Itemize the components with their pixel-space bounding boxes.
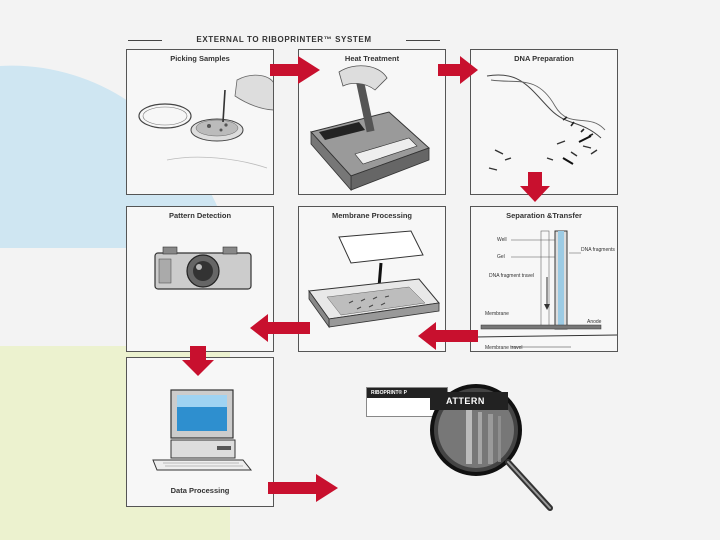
petri-dish-icon (138, 74, 273, 169)
panel-title: Separation &Transfer (506, 211, 582, 220)
panel-heat-treatment: Heat Treatment (298, 49, 446, 195)
gel-electrophoresis-icon (474, 230, 617, 348)
dna-helix-icon (486, 74, 606, 171)
panel-membrane-processing: Membrane Processing (298, 206, 446, 352)
panel-title: Pattern Detection (168, 211, 232, 220)
panel-title: Data Processing (170, 486, 230, 495)
label-gel: Gel (497, 254, 505, 260)
arrow-picking-to-heat (270, 56, 320, 84)
panel-separation-transfer: Separation &Transfer Well Gel DNA fragme… (470, 206, 618, 352)
arrow-pattern-to-data (182, 346, 214, 376)
computer-icon (152, 389, 253, 471)
arrow-separation-to-membrane (418, 322, 478, 350)
label-membrane-travel: Membrane travel (485, 345, 523, 351)
lens-pattern-text: ATTERN (446, 396, 485, 406)
arrow-heat-to-dna (438, 56, 478, 84)
panel-dna-preparation: DNA Preparation (470, 49, 618, 195)
arrow-data-to-pattern (268, 474, 338, 502)
riboprint-bar-text: RIBOPRINT® P (367, 388, 447, 398)
membrane-tray-icon (308, 230, 440, 329)
panel-title: Membrane Processing (331, 211, 413, 220)
heat-block-icon (310, 65, 430, 192)
panel-picking-samples: Picking Samples (126, 49, 274, 195)
panel-pattern-detection: Pattern Detection (126, 206, 274, 352)
panel-title: Heat Treatment (344, 54, 400, 63)
arrow-membrane-to-pattern (250, 314, 310, 342)
camera-icon (154, 246, 252, 290)
label-membrane: Membrane (485, 311, 509, 317)
system-header: EXTERNAL TO RIBOPRINTER™ SYSTEM (128, 34, 440, 46)
panel-title: DNA Preparation (514, 54, 574, 63)
label-fragment-travel: DNA fragment travel (489, 273, 535, 279)
panel-title: Picking Samples (170, 54, 230, 63)
magnifier-icon (430, 384, 553, 511)
label-dna-fragments: DNA fragments (581, 247, 615, 253)
label-anode: Anode (587, 319, 602, 325)
label-well: Well (497, 237, 507, 243)
arrow-dna-to-separation (520, 172, 550, 202)
